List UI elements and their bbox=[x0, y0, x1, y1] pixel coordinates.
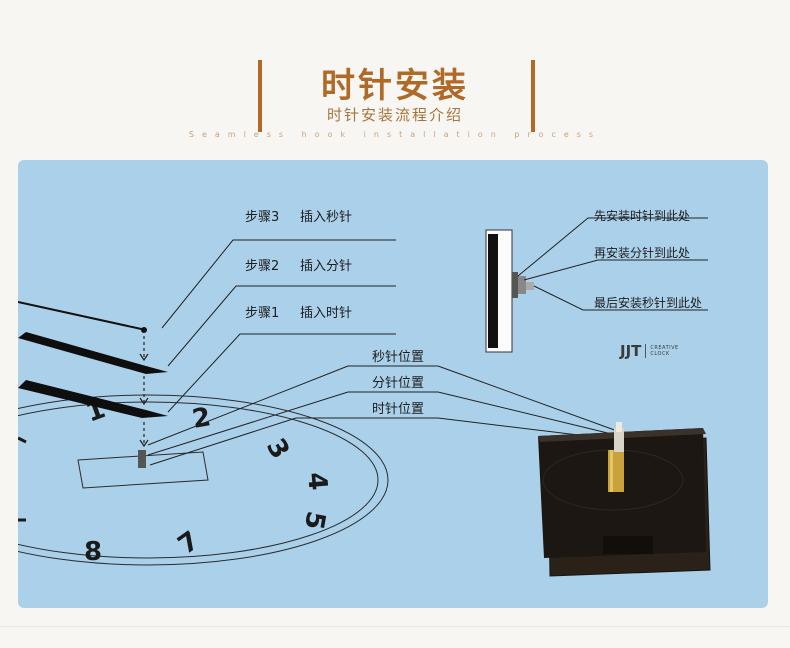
mount-plate bbox=[77, 451, 209, 489]
side-leaders bbox=[517, 217, 708, 311]
step-3-label: 步骤3 bbox=[245, 210, 280, 225]
dial-number-3: 3 bbox=[260, 434, 295, 465]
hour-position-label: 时针位置 bbox=[372, 402, 425, 417]
step-leaders bbox=[161, 239, 396, 413]
second-hand bbox=[18, 301, 147, 331]
step-2-action: 插入分针 bbox=[300, 259, 353, 274]
step-2-label: 步骤2 bbox=[245, 259, 280, 274]
clock-movement bbox=[538, 422, 711, 577]
hour-install-note: 先安装时针到此处 bbox=[594, 209, 691, 223]
shaft bbox=[138, 450, 146, 468]
insert-arrows bbox=[139, 336, 149, 448]
brand-name: JJT bbox=[620, 342, 642, 360]
title-divider-left bbox=[258, 60, 262, 132]
dial-number-2: 2 bbox=[190, 402, 213, 435]
second-install-note: 最后安装秒针到此处 bbox=[594, 296, 703, 310]
brand-tagline-line1: CREATIVE bbox=[650, 345, 679, 351]
minute-position-label: 分针位置 bbox=[372, 376, 425, 391]
page-subtitle: 时针安装流程介绍 bbox=[326, 106, 463, 124]
second-hand-hub bbox=[141, 327, 147, 333]
bottom-divider bbox=[0, 626, 790, 627]
step-3-action: 插入秒针 bbox=[300, 210, 353, 225]
dial-number-5: 5 bbox=[298, 509, 331, 532]
brand-tagline: CREATIVE CLOCK bbox=[650, 345, 678, 357]
dial-number-8: 8 bbox=[84, 537, 102, 567]
dial-ticks bbox=[18, 436, 27, 522]
page-header: 时针安装 时针安装流程介绍 Seamless hook installation… bbox=[0, 0, 790, 160]
installation-diagram: 1 2 3 4 5 7 8 bbox=[18, 160, 768, 608]
minute-hand bbox=[18, 332, 168, 374]
hour-hand bbox=[18, 380, 168, 418]
minute-install-note: 再安装分针到此处 bbox=[594, 246, 691, 260]
dial-number-4: 4 bbox=[301, 471, 332, 492]
brand-logo: JJT CREATIVE CLOCK bbox=[620, 342, 679, 360]
second-position-label: 秒针位置 bbox=[372, 350, 425, 365]
movement-side-view bbox=[485, 229, 534, 353]
page-tagline: Seamless hook installation process bbox=[188, 130, 602, 139]
brand-separator bbox=[645, 344, 647, 358]
title-divider-right bbox=[531, 60, 535, 132]
clock-outline bbox=[18, 394, 389, 566]
step-1-label: 步骤1 bbox=[245, 306, 280, 321]
diagram-illustration: 1 2 3 4 5 7 8 bbox=[18, 217, 711, 577]
brand-tagline-line2: CLOCK bbox=[650, 351, 670, 357]
page-title: 时针安装 bbox=[321, 66, 469, 106]
step-1-action: 插入时针 bbox=[300, 306, 353, 321]
